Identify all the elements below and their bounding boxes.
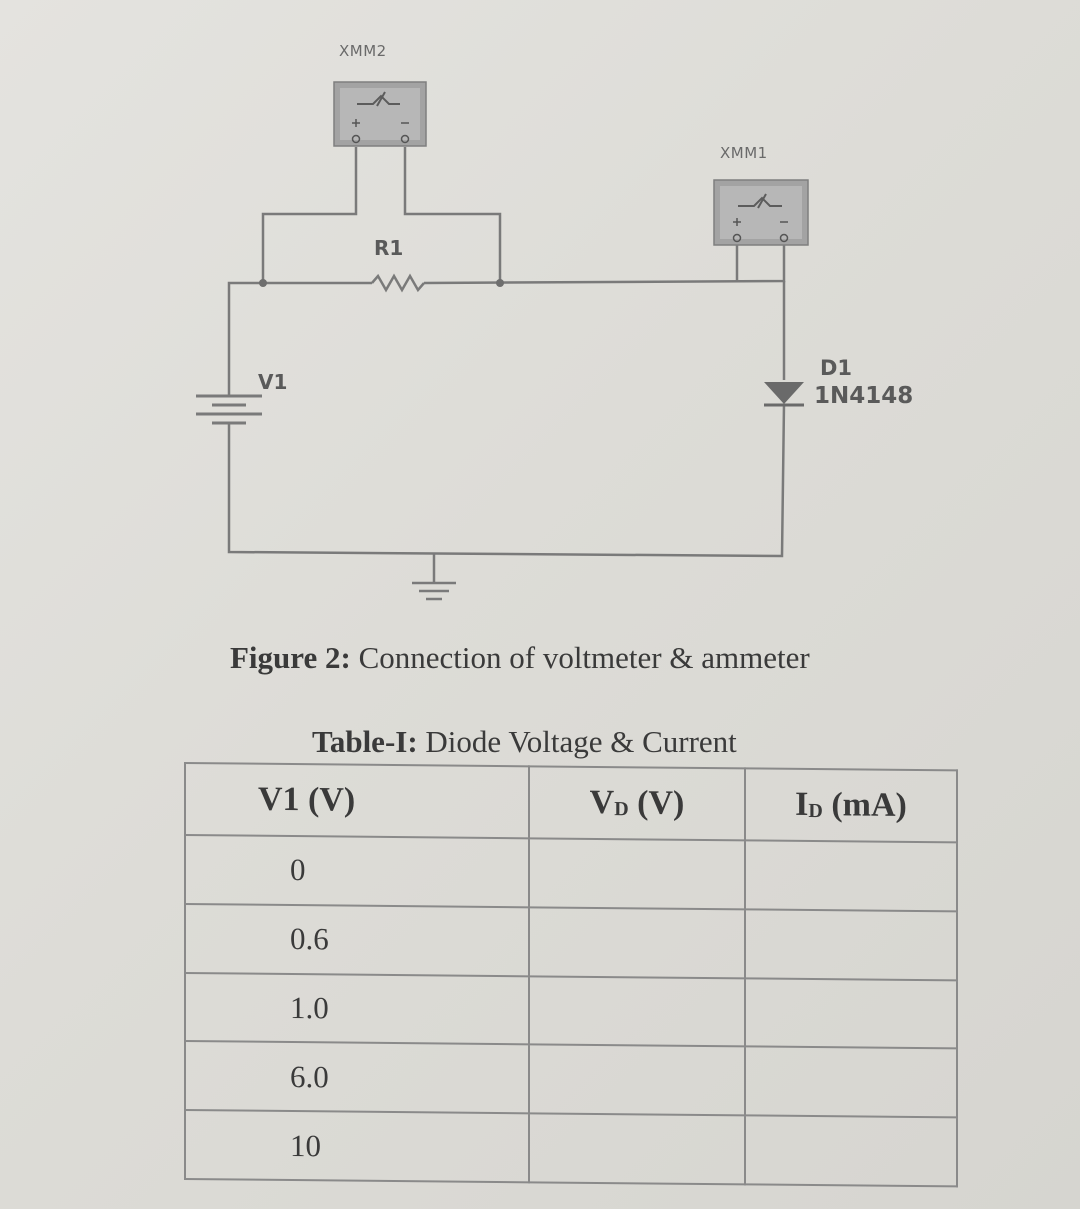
table-row: 10 [185,1110,957,1187]
cell-vd [529,838,745,910]
table-title-number: Table-I: [312,724,418,759]
cell-id [745,1115,957,1187]
cell-id [745,1046,957,1118]
table-title-text: Diode Voltage & Current [425,724,737,759]
table-title: Table-I: Diode Voltage & Current [312,726,737,757]
header-v1: V1 (V) [185,763,529,839]
cell-vd [529,975,745,1047]
battery-v1-symbol [196,394,262,425]
cell-vd [529,1113,745,1185]
wire-left-top [227,281,372,396]
multimeter-xmm1-symbol [713,179,809,246]
v1-label: V1 [258,370,288,394]
junction-dots [259,279,504,287]
cell-v1: 0.6 [185,903,529,976]
wire-xmm2-right [403,147,502,283]
table-row: 0.6 [185,903,957,981]
wire-diode-bottom [227,403,786,558]
figure-caption-text: Connection of voltmeter & ammeter [358,640,810,675]
header-id-subscript: D [808,799,823,823]
table-row: 0 [185,835,957,912]
table-header-row: V1 (V) VD (V) ID (mA) [185,763,957,843]
header-vd-subscript: D [614,798,629,821]
figure-caption: Figure 2: Connection of voltmeter & amme… [230,642,810,673]
header-vd-symbol: V [589,783,615,822]
xmm2-label: XMM2 [339,42,387,60]
table-row: 6.0 [185,1041,957,1118]
table-row: 1.0 [185,972,957,1049]
cell-vd [529,1044,745,1116]
diode-data-table: V1 (V) VD (V) ID (mA) 0 0.6 1.0 6.0 [184,762,958,1187]
header-id-symbol: I [795,785,809,823]
circuit-schematic [196,81,809,601]
figure-caption-number: Figure 2: [230,640,351,675]
diode-d1-symbol [764,382,804,407]
header-vd: VD (V) [529,766,745,841]
xmm1-label: XMM1 [720,144,768,162]
header-id-unit: (mA) [831,786,907,824]
cell-v1: 1.0 [185,972,529,1045]
cell-id [745,909,957,981]
cell-vd [529,907,745,978]
resistor-r1-symbol [371,273,425,293]
cell-v1: 10 [185,1110,529,1183]
cell-v1: 6.0 [185,1041,529,1114]
cell-id [745,977,957,1049]
multimeter-xmm2-symbol [333,81,427,147]
header-id: ID (mA) [745,768,957,843]
d1-name-label: D1 [820,356,853,380]
wire-r1-right [423,244,786,285]
header-vd-unit: (V) [637,784,685,822]
wire-xmm2-left [261,147,358,283]
circuit-wires [227,147,786,583]
ground-symbol [412,581,456,601]
cell-v1: 0 [185,835,529,908]
data-table-container: V1 (V) VD (V) ID (mA) 0 0.6 1.0 6.0 [184,762,958,1187]
r1-label: R1 [374,236,404,260]
d1-part-label: 1N4148 [814,383,914,409]
cell-id [745,840,957,912]
